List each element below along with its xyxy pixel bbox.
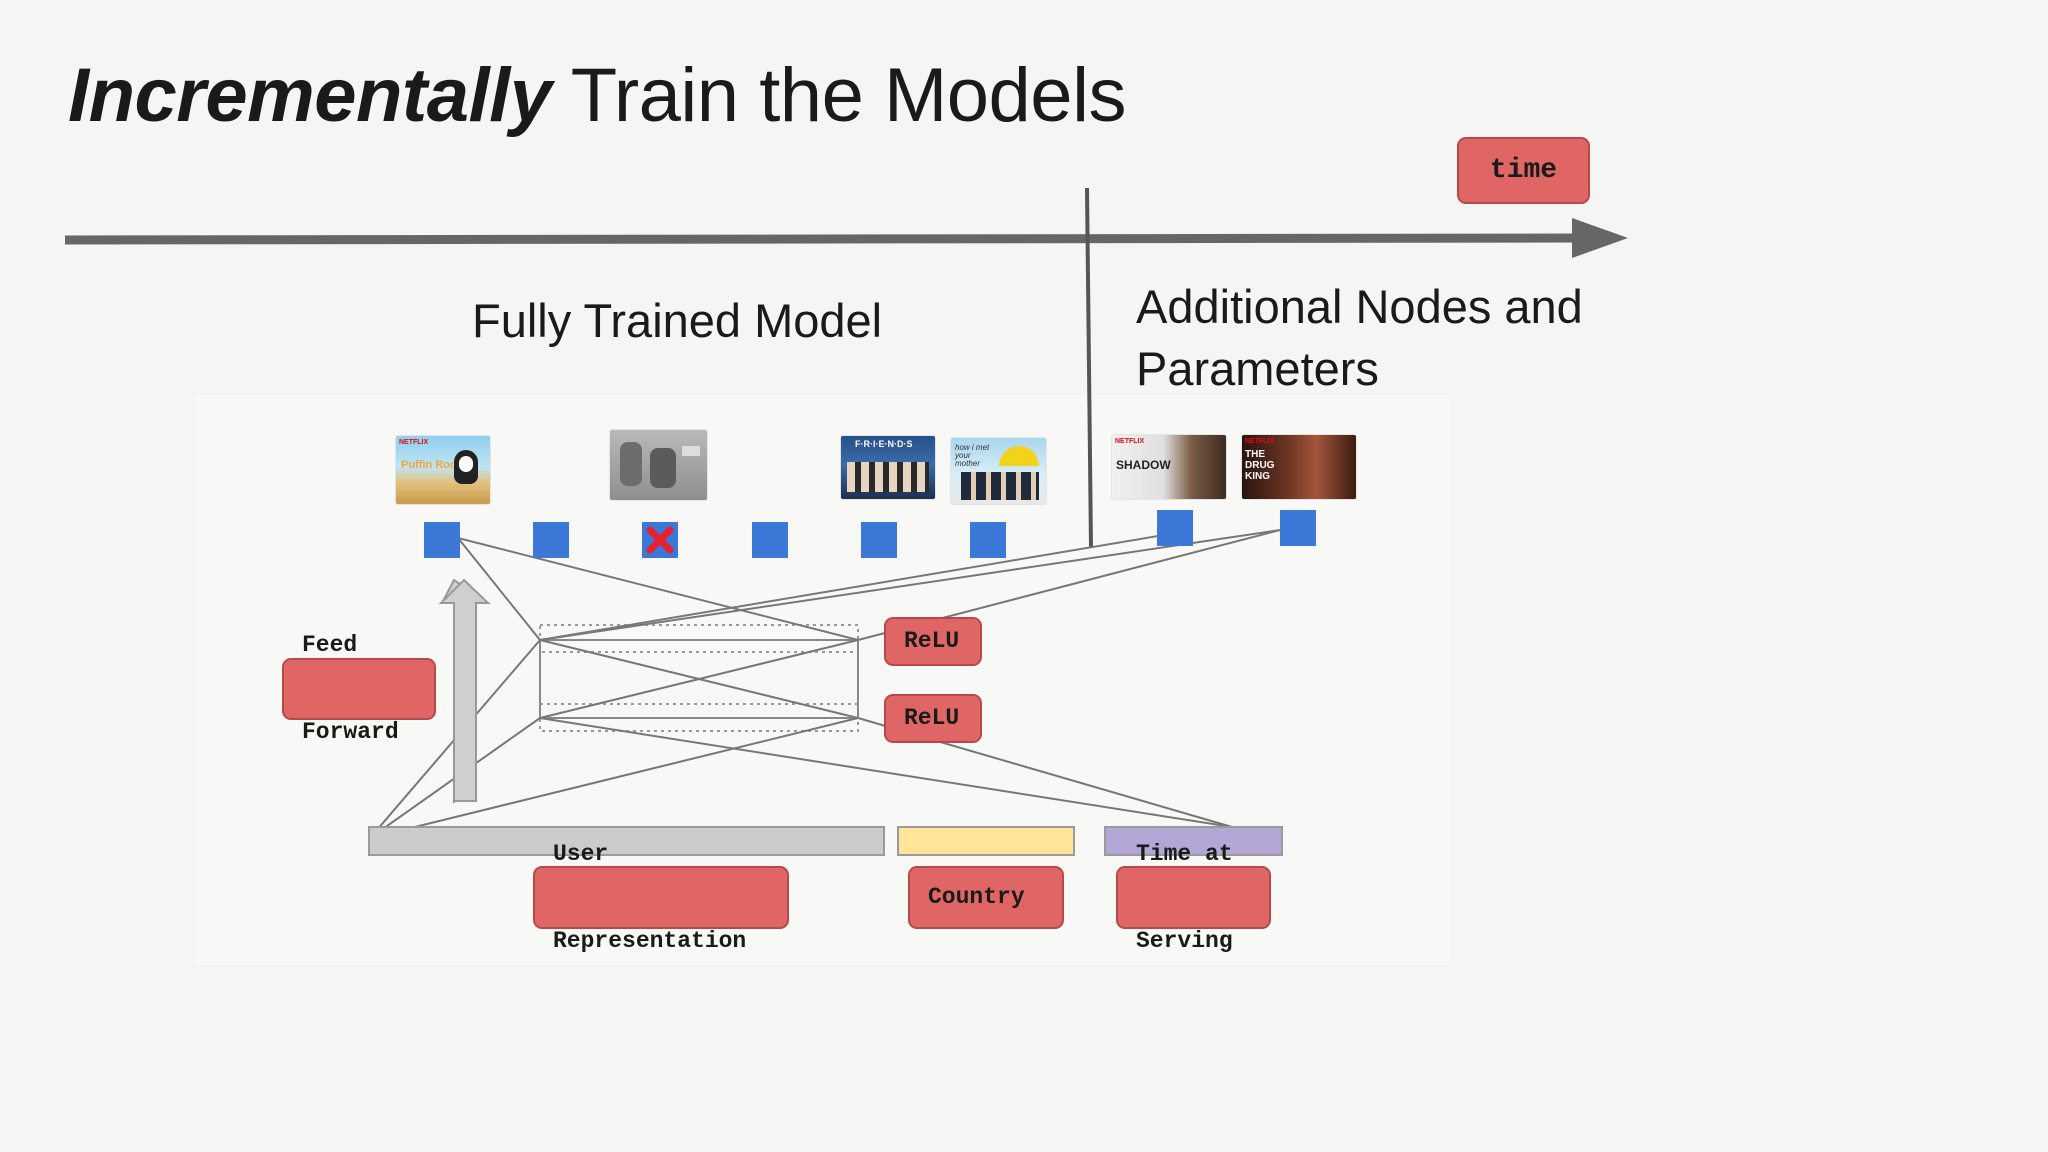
title-rest: Train the Models [551,53,1127,138]
himym-caption: how i met your mother [955,443,990,468]
new-output-node-1 [1157,510,1193,546]
shadow-caption: SHADOW [1116,458,1171,472]
user-rep-line2: Representation [553,927,747,954]
fully-trained-model-text: Fully Trained Model [472,294,883,347]
time-serving-line2: Serving [1136,927,1233,954]
user-rep-line1: User [553,840,609,867]
shadow-badge: NETFLIX [1115,438,1145,445]
friends-caption: F·R·I·E·N·D·S [855,439,913,449]
output-node-2 [533,522,569,558]
time-divider [1085,187,1093,549]
additional-nodes-heading: Additional Nodes and Parameters [1136,276,1583,400]
x-mark-icon [646,526,674,554]
output-node-6 [970,522,1006,558]
drug-king-badge: NETFLIX [1245,438,1275,445]
user-representation-bar [368,826,885,856]
time-at-serving-bar [1104,826,1283,856]
output-node-3-removed [642,522,678,558]
title-emphasis: Incrementally [68,53,552,138]
slide-title: Incrementally Train the Models [68,52,1126,139]
country-bar [897,826,1075,856]
output-node-4 [752,522,788,558]
thumbnail-grey-show [610,430,707,500]
output-node-1 [424,522,460,558]
feed-forward-line1: Feed [302,632,358,658]
additional-nodes-line2: Parameters [1136,342,1379,395]
relu-top-text: ReLU [904,628,960,654]
hidden-layer-top [539,624,859,653]
time-label: time [1457,137,1590,204]
puffin-caption: Puffin Rock [401,459,463,471]
thumbnail-himym: how i met your mother [951,438,1046,504]
relu-label-top: ReLU [884,617,982,666]
drug-king-caption: THE DRUG KING [1245,449,1275,482]
hidden-layer-box [539,639,859,719]
timeline-axis [64,233,1581,245]
country-label: Country [908,866,1064,929]
additional-nodes-line1: Additional Nodes and [1136,280,1583,333]
thumbnail-puffin-rock: NETFLIX Puffin Rock [396,436,490,504]
user-representation-label: User Representation [533,841,789,954]
feed-forward-line2: Forward [302,719,399,745]
relu-bottom-text: ReLU [904,705,960,731]
arrow-right-icon [1572,218,1628,258]
country-text: Country [928,884,1025,910]
output-node-5 [861,522,897,558]
thumbnail-drug-king: NETFLIX THE DRUG KING [1242,435,1356,499]
time-label-text: time [1489,155,1558,186]
puffin-badge: NETFLIX [399,439,429,446]
relu-label-bottom: ReLU [884,694,982,743]
time-serving-line1: Time at [1136,840,1233,867]
new-output-node-2 [1280,510,1316,546]
time-at-serving-label: Time at Serving [1116,841,1271,954]
thumbnail-shadow: NETFLIX SHADOW [1112,435,1226,499]
thumbnail-friends: F·R·I·E·N·D·S [841,436,935,499]
fully-trained-model-heading: Fully Trained Model [472,290,882,352]
feed-forward-label: Feed Forward [282,632,436,745]
